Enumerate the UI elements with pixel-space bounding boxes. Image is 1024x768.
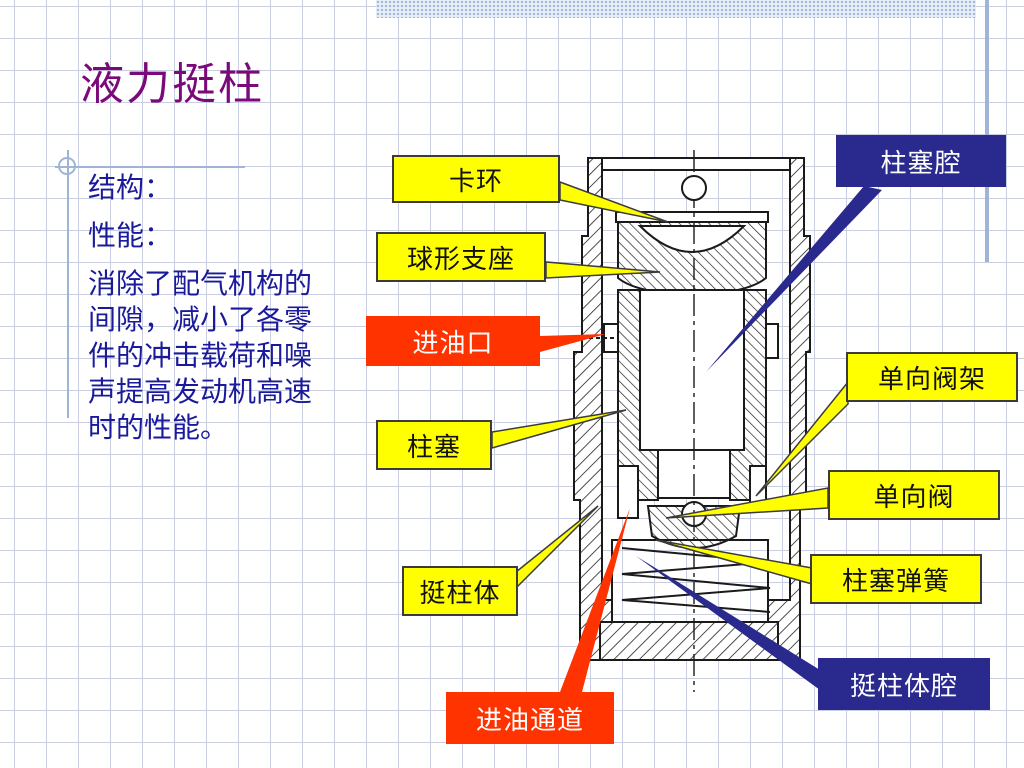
right-oil-slot: [765, 323, 779, 359]
pointer-zhusai-tanhuang: [655, 539, 813, 585]
pointer-zhusaiqiang: [706, 186, 882, 372]
description-text: 消除了配气机构的间隙，减小了各零件的冲击载荷和噪声提高发动机高速时的性能。: [88, 267, 313, 444]
label-jinyou-tongdao: 进油通道: [446, 692, 614, 744]
label-jinyoukou: 进油口: [366, 316, 540, 366]
top-rim: [601, 157, 791, 171]
plunger-cavity: [639, 289, 745, 451]
label-tingzhuti: 挺柱体: [402, 566, 518, 616]
label-danxiang-fa: 单向阀: [828, 470, 1000, 520]
pointer-kahuan: [559, 180, 669, 223]
tappet-cross-section: [573, 150, 811, 692]
label-zhusai: 柱塞: [376, 420, 492, 470]
pointer-zhusai: [491, 409, 627, 449]
top-hole: [681, 175, 707, 201]
tappet-body-cavity: [611, 539, 769, 623]
structure-label: 结构：: [88, 171, 173, 204]
pointer-tingzhutiqiang: [636, 556, 820, 690]
pointer-qiuxing: [545, 261, 661, 279]
tappet-body-right-wall: [767, 157, 811, 661]
decorative-circle: [58, 157, 76, 175]
label-kahuan: 卡环: [392, 155, 560, 203]
label-zhusai-tanhuang: 柱塞弹簧: [810, 554, 982, 604]
label-qiuxing-zhizuo: 球形支座: [376, 232, 546, 282]
top-decorative-band: [376, 0, 976, 18]
label-danxiang-fajia: 单向阀架: [846, 352, 1018, 402]
right-decorative-bar: [985, 0, 989, 262]
page-title: 液力挺柱: [80, 59, 264, 110]
pointer-jinyou-tongdao: [560, 508, 630, 692]
oil-channel: [617, 465, 639, 519]
decorative-horizontal-line: [55, 166, 245, 168]
decorative-vertical-line: [67, 150, 69, 418]
body-text: 结构： 性能： 消除了配气机构的间隙，减小了各零件的冲击载荷和噪声提高发动机高速…: [88, 170, 338, 458]
label-zhusaiqiang: 柱塞腔: [836, 135, 1006, 187]
label-tingzhutiqiang: 挺柱体腔: [818, 658, 990, 710]
pointer-jinyoukou: [540, 334, 606, 352]
ball-socket-concave: [637, 225, 747, 253]
performance-label: 性能：: [88, 219, 173, 252]
